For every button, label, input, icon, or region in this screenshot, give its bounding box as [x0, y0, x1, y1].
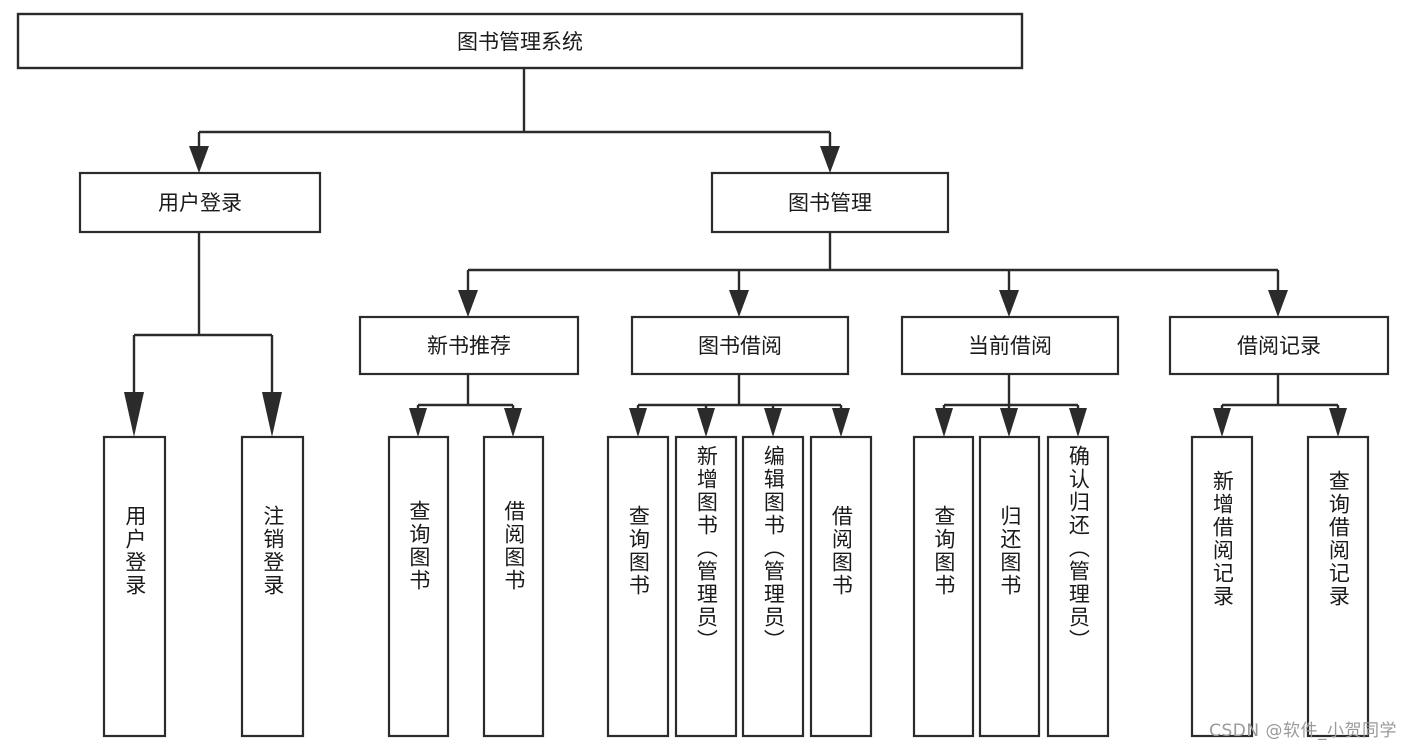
arrow-head-icon	[504, 408, 522, 437]
node-user-login[interactable]: 用户登录	[78, 171, 322, 234]
arrow-head-icon	[124, 392, 144, 437]
leaf-box-confirm-return[interactable]	[1046, 435, 1110, 738]
node-book-management[interactable]: 图书管理	[710, 171, 950, 234]
node-book-borrow[interactable]: 图书借阅	[630, 315, 850, 376]
arrow-head-icon	[1213, 408, 1231, 437]
node-current-borrow-box[interactable]	[900, 315, 1120, 376]
leaf-box-query-record[interactable]	[1306, 435, 1370, 738]
node-borrow-record[interactable]: 借阅记录	[1168, 315, 1390, 376]
leaf-box-query-book-1[interactable]	[387, 435, 450, 738]
leaf-box-add-book[interactable]	[674, 435, 738, 738]
arrow-head-icon	[729, 290, 749, 317]
arrow-head-icon	[697, 408, 715, 437]
leaf-box-add-record[interactable]	[1190, 435, 1254, 738]
node-root-box[interactable]	[16, 12, 1024, 70]
leaf-box-borrow-book-1[interactable]	[482, 435, 545, 738]
node-user-login-label: 用户登录	[158, 191, 242, 215]
leaf-box-return-book[interactable]	[978, 435, 1041, 738]
node-current-borrow-label: 当前借阅	[968, 334, 1052, 358]
node-root[interactable]: 图书管理系统	[16, 12, 1024, 70]
arrow-head-icon	[820, 146, 840, 173]
node-root-label: 图书管理系统	[457, 30, 583, 54]
arrow-head-icon	[999, 290, 1019, 317]
node-new-book-recommend-label: 新书推荐	[427, 334, 511, 358]
arrowhead-group	[124, 146, 1347, 437]
arrow-head-icon	[935, 408, 953, 437]
leaf-box-query-book-2[interactable]	[606, 435, 670, 738]
node-user-login-box[interactable]	[78, 171, 322, 234]
node-borrow-record-box[interactable]	[1168, 315, 1390, 376]
arrow-head-icon	[262, 392, 282, 437]
arrow-head-icon	[458, 290, 478, 317]
arrow-head-icon	[832, 408, 850, 437]
arrow-head-icon	[764, 408, 782, 437]
csdn-watermark: CSDN @软件_小贺同学	[1209, 721, 1397, 741]
leaf-box-borrow-book-2[interactable]	[809, 435, 873, 738]
node-book-management-box[interactable]	[710, 171, 950, 234]
arrow-head-icon	[1329, 408, 1347, 437]
leaf-box-user-login[interactable]	[102, 435, 167, 738]
node-borrow-record-label: 借阅记录	[1237, 334, 1321, 358]
leaf-box-query-book-3[interactable]	[912, 435, 975, 738]
leaf-box-logout-login[interactable]	[240, 435, 305, 738]
node-current-borrow[interactable]: 当前借阅	[900, 315, 1120, 376]
leaf-box-edit-book[interactable]	[741, 435, 805, 738]
node-book-borrow-label: 图书借阅	[698, 334, 782, 358]
arrow-head-icon	[1000, 408, 1018, 437]
arrow-head-icon	[629, 408, 647, 437]
node-new-book-recommend-box[interactable]	[358, 315, 580, 376]
arrow-head-icon	[409, 408, 427, 437]
node-new-book-recommend[interactable]: 新书推荐	[358, 315, 580, 376]
node-book-management-label: 图书管理	[788, 191, 872, 215]
node-book-borrow-box[interactable]	[630, 315, 850, 376]
leaf-node-group	[102, 435, 1370, 738]
arrow-head-icon	[1069, 408, 1087, 437]
arrow-head-icon	[189, 146, 209, 173]
arrow-head-icon	[1268, 290, 1288, 317]
